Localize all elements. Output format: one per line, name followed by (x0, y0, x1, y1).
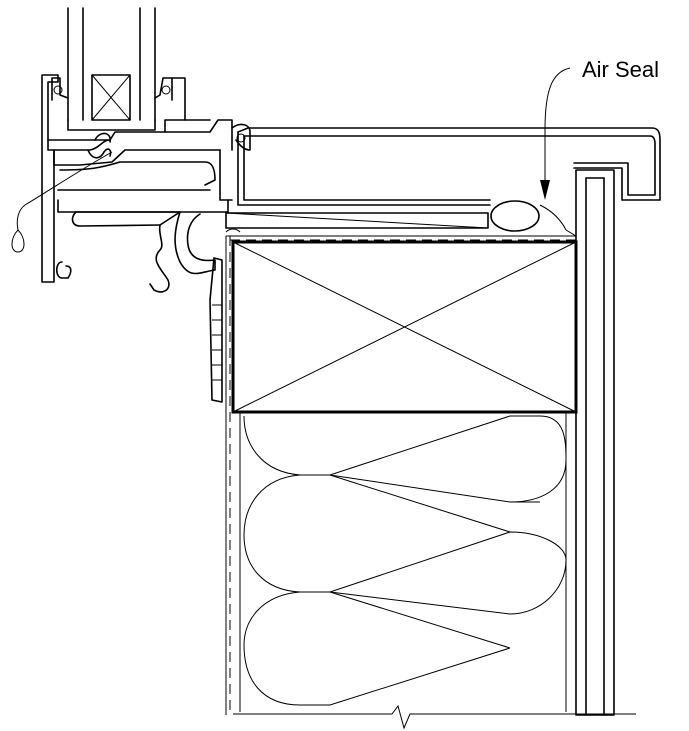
section-break-line (233, 704, 636, 730)
glazing-unit (51, 7, 173, 131)
rough-sill-block (231, 240, 578, 414)
wall-stud (575, 169, 615, 716)
air-seal-callout: Air Seal (540, 57, 659, 200)
callout-arrowhead (540, 180, 550, 200)
window-frame-profile (11, 74, 251, 403)
air-seal-backer-rod (490, 200, 567, 232)
membrane-lines (225, 228, 577, 715)
interior-stool (225, 127, 661, 229)
batt-insulation (239, 412, 567, 712)
air-seal-label: Air Seal (582, 57, 659, 82)
